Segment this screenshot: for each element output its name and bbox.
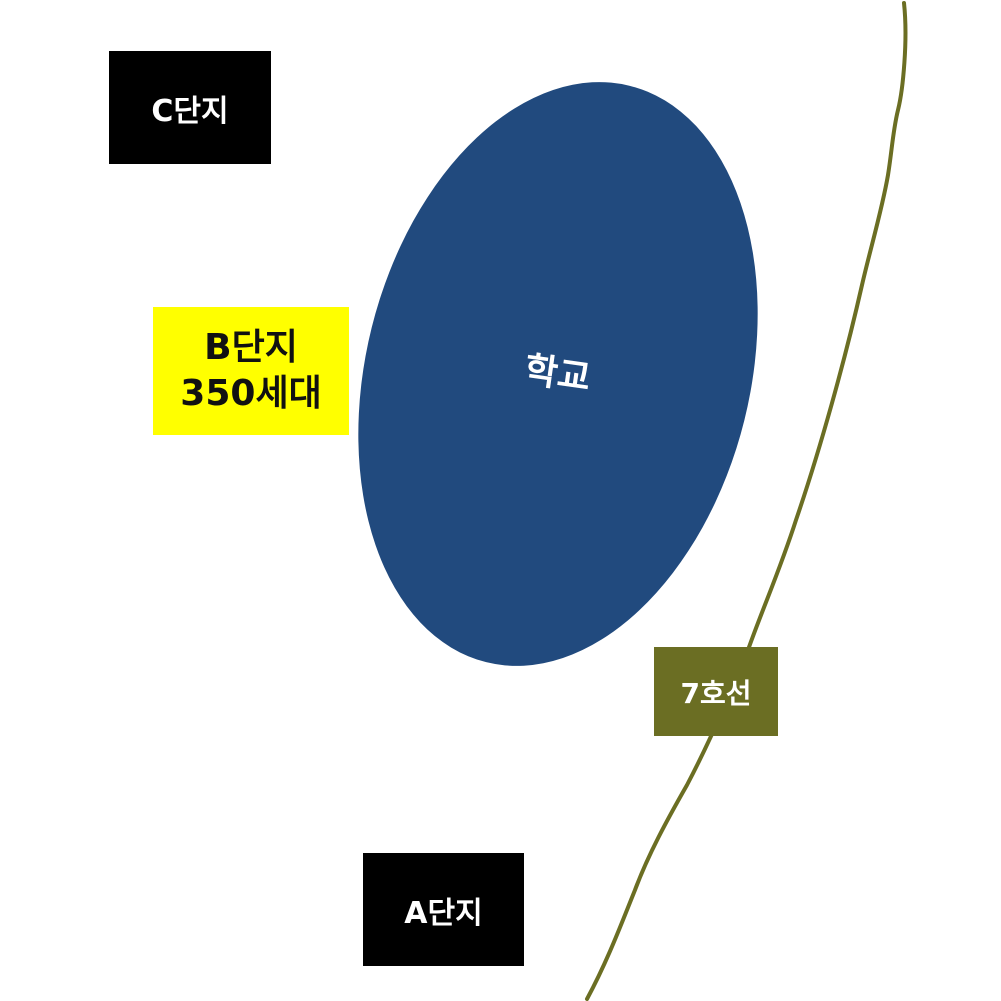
complex-a-label: A단지 [404,895,483,931]
complex-a-box: A단지 [363,853,524,966]
complex-b-households: 350세대 [180,373,322,414]
subway-line-7 [585,1,908,1001]
school-area [358,82,758,666]
complex-b-label: B단지 [204,327,298,368]
complex-c-label: C단지 [151,93,229,129]
subway-line-label: 7호선 [680,676,752,710]
complex-b-box: B단지 350세대 [153,307,349,435]
complex-c-box: C단지 [109,51,271,164]
subway-line-label-box: 7호선 [654,647,778,736]
